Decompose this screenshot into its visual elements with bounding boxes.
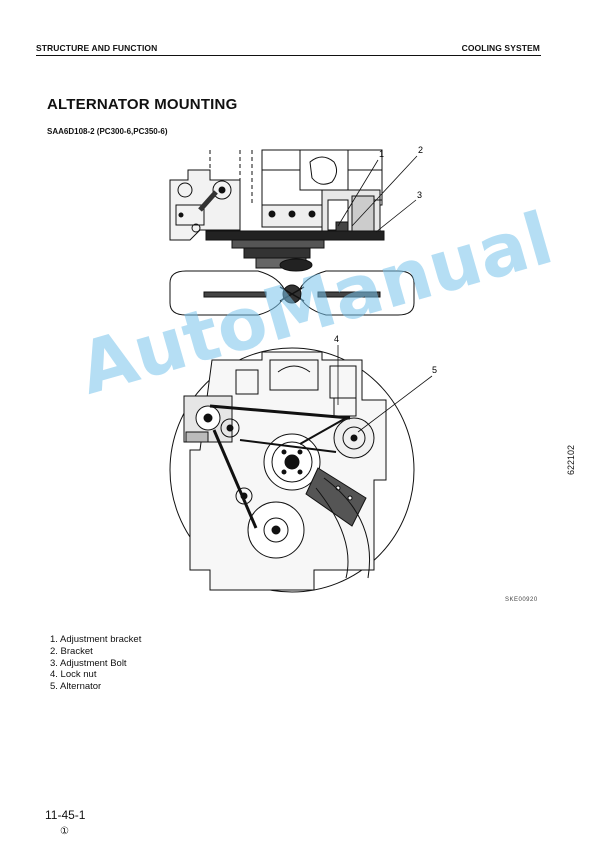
header-left: STRUCTURE AND FUNCTION	[36, 43, 158, 53]
page-title: ALTERNATOR MOUNTING	[47, 96, 238, 113]
side-number: 622102	[566, 444, 576, 475]
page-number: 11-45-1	[45, 808, 86, 822]
engine-model-subtitle: SAA6D108-2 (PC300-6,PC350-6)	[47, 127, 168, 136]
callout-2: 2	[418, 145, 423, 155]
legend-item: 3. Adjustment Bolt	[50, 657, 127, 669]
front-view-engine	[169, 347, 415, 593]
legend-item: 1. Adjustment bracket	[50, 634, 142, 645]
callout-3: 3	[417, 190, 422, 200]
alternator-mounting-figure: 1 2 3 4 5	[169, 145, 437, 593]
parts-legend: 1. Adjustment bracket 2. Bracket 3. Adju…	[50, 634, 141, 693]
top-view-engine	[169, 149, 385, 272]
callout-4: 4	[334, 334, 339, 344]
header-rule	[36, 55, 541, 56]
header-right: COOLING SYSTEM	[461, 43, 540, 53]
callout-1: 1	[379, 149, 384, 159]
figure-code: SKE00920	[505, 597, 538, 603]
revision-mark: ①	[60, 826, 69, 837]
callout-5: 5	[432, 365, 437, 375]
top-view-fan	[169, 270, 415, 316]
legend-item: 5. Alternator	[50, 681, 102, 693]
legend-item: 2. Bracket	[50, 645, 93, 657]
leader-lines	[337, 155, 433, 433]
legend-item: 4. Lock nut	[50, 669, 97, 681]
